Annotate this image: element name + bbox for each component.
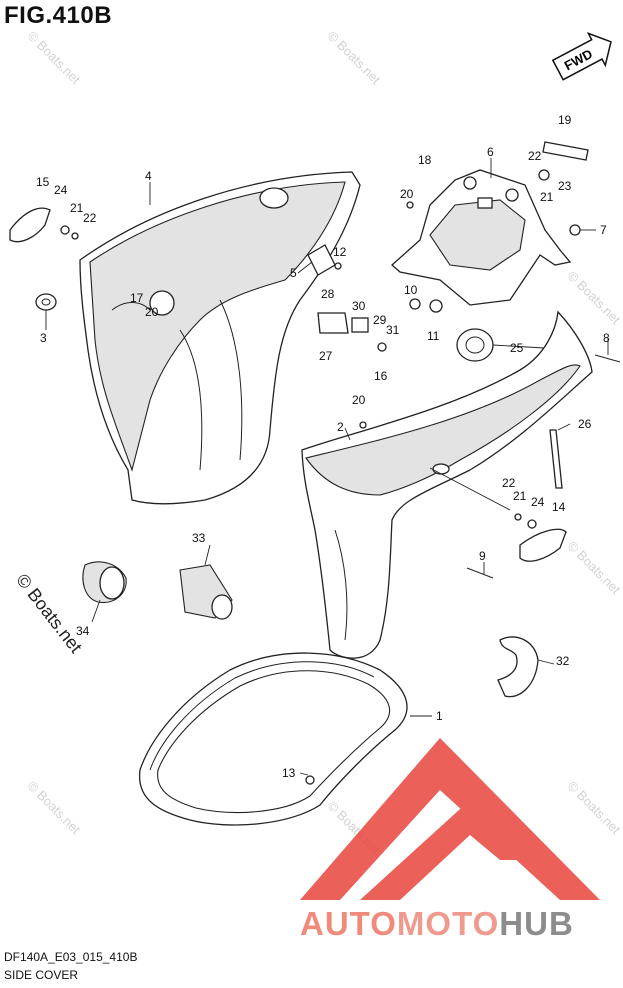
callout-10: 10 bbox=[404, 283, 418, 297]
callout-13: 13 bbox=[282, 766, 296, 780]
leader-lines bbox=[45, 158, 609, 776]
callout-15: 15 bbox=[36, 175, 50, 189]
callout-22b: 22 bbox=[528, 149, 542, 163]
callout-1: 1 bbox=[436, 709, 443, 723]
callout-5: 5 bbox=[290, 266, 297, 280]
callout-19: 19 bbox=[558, 113, 572, 127]
callout-11: 11 bbox=[427, 329, 440, 343]
figure-caption: SIDE COVER bbox=[4, 968, 79, 982]
callout-24b: 24 bbox=[531, 495, 545, 509]
callout-4: 4 bbox=[145, 169, 152, 183]
figure-title: FIG.410B bbox=[4, 2, 113, 29]
callout-34: 34 bbox=[76, 624, 90, 638]
callout-22c: 22 bbox=[502, 476, 516, 490]
callout-20c: 20 bbox=[352, 393, 366, 407]
callout-20b: 20 bbox=[145, 305, 159, 319]
brand-hub: HUB bbox=[499, 905, 574, 942]
part-3-grommet bbox=[35, 293, 57, 311]
callout-29: 29 bbox=[373, 313, 387, 327]
callout-3: 3 bbox=[40, 331, 47, 345]
callout-9: 9 bbox=[479, 549, 486, 563]
callout-6: 6 bbox=[487, 145, 494, 159]
brand-auto: AUTO bbox=[300, 905, 397, 942]
callout-30: 30 bbox=[352, 299, 366, 313]
callout-25: 25 bbox=[510, 341, 524, 355]
part-26-strip bbox=[549, 429, 563, 489]
part-33-connector bbox=[179, 564, 233, 620]
callouts: 1 2 3 4 5 6 7 8 9 10 11 12 13 14 15 16 1… bbox=[36, 113, 610, 780]
fasteners bbox=[60, 169, 621, 785]
part-34-hose bbox=[82, 561, 127, 604]
callout-21a: 21 bbox=[70, 201, 84, 215]
part-15-grip bbox=[9, 207, 51, 243]
brand-moto: MOTO bbox=[396, 905, 500, 942]
callout-20a: 20 bbox=[400, 187, 414, 201]
part-28-sensor bbox=[317, 312, 349, 334]
callout-12: 12 bbox=[333, 245, 347, 259]
callout-22a: 22 bbox=[83, 211, 97, 225]
seal-gasket bbox=[138, 652, 408, 826]
callout-16: 16 bbox=[374, 369, 388, 383]
automotohub-wordmark: AUTOMOTOHUB bbox=[300, 905, 574, 943]
callout-17: 17 bbox=[130, 291, 144, 305]
callout-14: 14 bbox=[552, 500, 566, 514]
callout-8: 8 bbox=[603, 331, 610, 345]
part-32-bracket bbox=[497, 636, 539, 698]
bracket-assembly bbox=[391, 169, 572, 306]
callout-21b: 21 bbox=[540, 190, 554, 204]
callout-31: 31 bbox=[386, 323, 400, 337]
callout-33: 33 bbox=[192, 531, 206, 545]
callout-28: 28 bbox=[321, 287, 335, 301]
part-14-grip bbox=[519, 528, 567, 562]
fwd-arrow: FWD bbox=[551, 32, 612, 81]
right-side-cover bbox=[301, 310, 593, 659]
callout-7: 7 bbox=[600, 223, 607, 237]
callout-26: 26 bbox=[578, 417, 592, 431]
callout-32: 32 bbox=[556, 654, 570, 668]
callout-2: 2 bbox=[337, 420, 344, 434]
left-side-cover bbox=[79, 171, 361, 505]
callout-18: 18 bbox=[418, 153, 432, 167]
figure-code: DF140A_E03_015_410B bbox=[4, 950, 138, 964]
callout-27: 27 bbox=[319, 349, 333, 363]
automotohub-logo bbox=[300, 738, 600, 900]
part-25-grommet bbox=[456, 328, 494, 362]
part-30-block bbox=[351, 317, 369, 333]
part-19-plate bbox=[542, 141, 589, 161]
callout-21c: 21 bbox=[513, 489, 527, 503]
callout-24a: 24 bbox=[54, 183, 68, 197]
callout-23: 23 bbox=[558, 179, 572, 193]
